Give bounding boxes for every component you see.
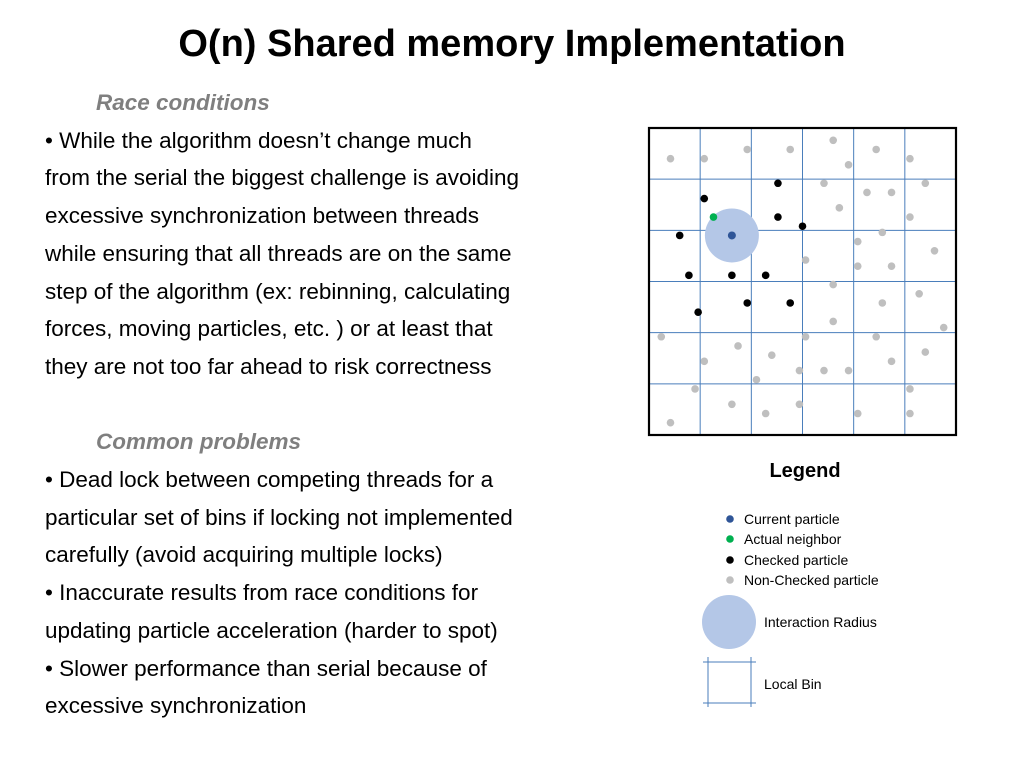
non-checked-particle <box>768 351 776 359</box>
common-problems-line: particular set of bins if locking not im… <box>45 504 513 530</box>
common-problems-heading: Common problems <box>96 429 302 455</box>
checked-particle <box>685 271 693 280</box>
text-column: Race conditions • While the algorithm do… <box>45 84 615 725</box>
non-checked-particle <box>795 366 804 375</box>
legend-bin-swatch <box>703 657 756 707</box>
checked-particles <box>675 179 807 317</box>
non-checked-particle <box>887 262 896 270</box>
legend-neighbor-label: Actual neighbor <box>744 531 842 547</box>
non-checked-particle <box>700 154 709 163</box>
non-checked-particle <box>700 357 709 366</box>
legend-neighbor-swatch <box>726 535 734 543</box>
non-checked-particle <box>728 400 736 409</box>
non-checked-particle <box>786 145 795 154</box>
non-checked-particle <box>666 418 675 427</box>
non-checked-particle <box>835 204 844 212</box>
non-checked-particle <box>853 237 862 246</box>
common-problems-line: excessive synchronization <box>45 693 307 719</box>
legend-current-label: Current particle <box>744 511 840 527</box>
race-conditions-line: forces, moving particles, etc. ) or at l… <box>45 316 493 342</box>
non-checked-particle <box>743 145 752 154</box>
non-checked-particle <box>752 375 761 384</box>
checked-particle <box>700 194 709 203</box>
legend-radius-swatch <box>702 595 756 649</box>
non-checked-particle <box>887 357 896 366</box>
checked-particle <box>786 299 795 307</box>
legend-title: Legend <box>769 460 841 482</box>
checked-particle <box>675 231 684 240</box>
non-checked-particle <box>829 136 837 145</box>
checked-particle <box>761 271 770 280</box>
non-checked-particle <box>801 332 810 341</box>
non-checked-particle <box>921 348 930 356</box>
common-problems-line: • Dead lock between competing threads fo… <box>45 467 494 493</box>
race-conditions-heading: Race conditions <box>96 90 270 115</box>
legend-checked-label: Checked particle <box>744 552 849 568</box>
non-checked-particle <box>930 247 939 255</box>
race-conditions-line: while ensuring that all threads are on t… <box>45 240 512 266</box>
race-conditions-line: excessive synchronization between thread… <box>45 203 479 229</box>
non-checked-particle <box>734 342 742 350</box>
legend-radius-label: Interaction Radius <box>764 614 877 630</box>
actual-neighbor-particle <box>709 213 718 221</box>
slide-title: O(n) Shared memory Implementation <box>178 23 846 65</box>
legend-checked-swatch <box>726 556 734 564</box>
checked-particle <box>774 213 782 221</box>
non-checked-particle <box>915 289 923 298</box>
non-checked-particle <box>921 179 930 188</box>
non-checked-particle <box>887 188 896 197</box>
race-conditions-line: • While the algorithm doesn’t change muc… <box>45 127 472 153</box>
legend-unchecked-label: Non-Checked particle <box>744 572 879 588</box>
legend-unchecked-swatch <box>726 576 734 584</box>
non-checked-particle <box>853 262 862 270</box>
grid-border <box>647 126 958 437</box>
race-conditions-line: from the serial the biggest challenge is… <box>45 165 520 191</box>
non-checked-particle <box>878 228 887 237</box>
non-checked-particle <box>844 366 853 375</box>
race-conditions-line: step of the algorithm (ex: rebinning, ca… <box>45 278 511 304</box>
checked-particle <box>728 271 736 280</box>
current-particle-dot <box>727 231 736 240</box>
bin-grid <box>649 128 956 435</box>
non-checked-particle <box>872 332 880 341</box>
non-checked-particle <box>906 213 914 221</box>
checked-particle <box>743 299 752 307</box>
common-problems-line: updating particle acceleration (harder t… <box>45 617 498 643</box>
non-checked-particle <box>820 366 828 375</box>
non-checked-particle <box>666 154 675 163</box>
non-checked-particle <box>878 299 887 307</box>
non-checked-particle <box>906 385 914 393</box>
checked-particle <box>694 308 702 317</box>
non-checked-particle <box>906 409 914 418</box>
non-checked-particle <box>853 409 862 418</box>
legend-bin-label: Local Bin <box>764 676 822 692</box>
non-checked-particle <box>691 385 699 393</box>
actual-neighbor-particles <box>709 213 718 221</box>
common-problems-line: • Inaccurate results from race condition… <box>45 580 479 606</box>
race-conditions-body: • While the algorithm doesn’t change muc… <box>45 122 615 386</box>
common-problems-body: • Dead lock between competing threads fo… <box>45 461 615 725</box>
non-checked-particle <box>939 323 948 332</box>
non-checked-particle <box>761 409 770 418</box>
non-checked-particle <box>906 154 914 163</box>
non-checked-particle <box>820 179 828 188</box>
common-problems-line: • Slower performance than serial because… <box>45 655 487 681</box>
non-checked-particles <box>657 136 948 427</box>
non-checked-particle <box>801 256 810 264</box>
non-checked-particle <box>829 280 837 289</box>
non-checked-particle <box>872 145 880 154</box>
non-checked-particle <box>863 188 871 197</box>
checked-particle <box>774 179 782 188</box>
common-problems-line: carefully (avoid acquiring multiple lock… <box>45 542 443 568</box>
non-checked-particle <box>829 317 837 326</box>
non-checked-particle <box>844 161 853 169</box>
checked-particle <box>798 222 807 231</box>
legend-current-swatch <box>726 515 734 523</box>
non-checked-particle <box>795 400 804 409</box>
race-conditions-line: they are not too far ahead to risk corre… <box>45 353 492 379</box>
non-checked-particle <box>657 332 666 341</box>
